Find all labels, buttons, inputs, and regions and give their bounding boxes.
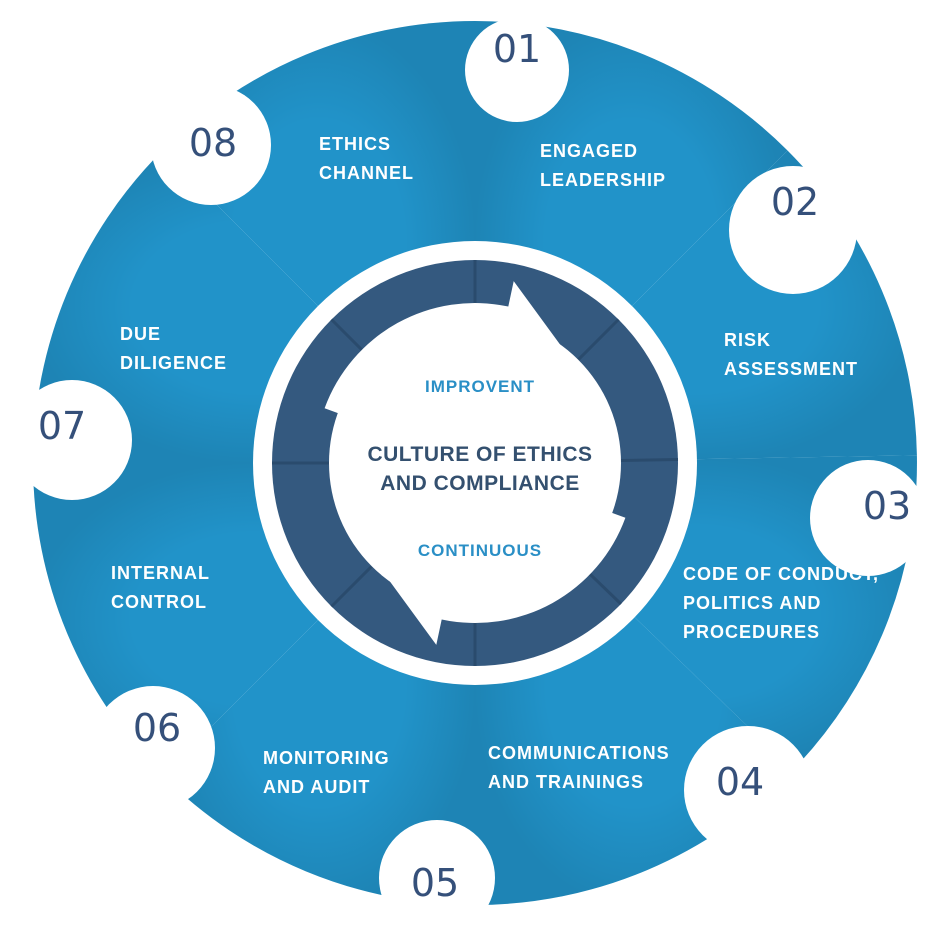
center-top-word: IMPROVENT bbox=[425, 377, 535, 396]
segment-3-label-line-3: PROCEDURES bbox=[683, 622, 820, 642]
center-title-line-1: CULTURE OF ETHICS bbox=[367, 443, 592, 466]
segment-1-number: 01 bbox=[493, 27, 541, 71]
segment-4-label-line-2: AND TRAININGS bbox=[488, 772, 644, 792]
segment-5-label-line-1: MONITORING bbox=[263, 748, 390, 768]
segment-1-label-line-2: LEADERSHIP bbox=[540, 170, 666, 190]
segment-7-notch bbox=[12, 380, 132, 500]
segment-8-notch bbox=[151, 85, 271, 205]
segment-1-notch bbox=[465, 18, 569, 122]
segment-8-label-line-1: ETHICS bbox=[319, 134, 391, 154]
segment-6-label-line-2: CONTROL bbox=[111, 592, 207, 612]
segment-8-label-line-2: CHANNEL bbox=[319, 163, 414, 183]
cycle-arrow-bottom bbox=[386, 506, 626, 645]
segment-1-label-line-1: ENGAGED bbox=[540, 141, 638, 161]
segment-7-number: 07 bbox=[38, 404, 86, 448]
segment-4-label-line-1: COMMUNICATIONS bbox=[488, 743, 670, 763]
segment-3-number: 03 bbox=[863, 484, 911, 528]
segment-2-number: 02 bbox=[771, 180, 819, 224]
segment-2-notch bbox=[729, 166, 857, 294]
cycle-arrow-top bbox=[324, 281, 564, 420]
segment-6-number: 06 bbox=[133, 706, 181, 750]
segment-labels: ENGAGED LEADERSHIP RISK ASSESSMENT CODE … bbox=[111, 134, 879, 797]
segment-5-number: 05 bbox=[411, 861, 459, 905]
segment-3-label-line-2: POLITICS AND bbox=[683, 593, 821, 613]
segment-7-label-line-1: DUE bbox=[120, 324, 161, 344]
segment-2-label-line-2: ASSESSMENT bbox=[724, 359, 858, 379]
segment-5-notch bbox=[379, 820, 495, 926]
segment-2-label-line-1: RISK bbox=[724, 330, 771, 350]
segment-7-label-line-2: DILIGENCE bbox=[120, 353, 227, 373]
segment-6-label-line-1: INTERNAL bbox=[111, 563, 210, 583]
segment-numbers: 01 02 03 04 05 06 07 08 bbox=[38, 27, 911, 905]
segment-4-number: 04 bbox=[716, 760, 764, 804]
ring-seam-3 bbox=[620, 458, 679, 462]
segment-8-number: 08 bbox=[189, 121, 237, 165]
segment-5-label-line-2: AND AUDIT bbox=[263, 777, 370, 797]
ring-seam-6 bbox=[330, 565, 373, 608]
ring-seam-2 bbox=[577, 318, 620, 361]
segment-3-notch bbox=[810, 460, 926, 576]
segment-6-notch bbox=[91, 686, 215, 810]
segment-4-notch bbox=[684, 726, 812, 854]
segment-3-label-line-1: CODE OF CONDUCT, bbox=[683, 564, 879, 584]
center-bottom-word: CONTINUOUS bbox=[418, 541, 542, 560]
center-disk bbox=[329, 317, 621, 609]
center-title-line-2: AND COMPLIANCE bbox=[380, 472, 580, 495]
